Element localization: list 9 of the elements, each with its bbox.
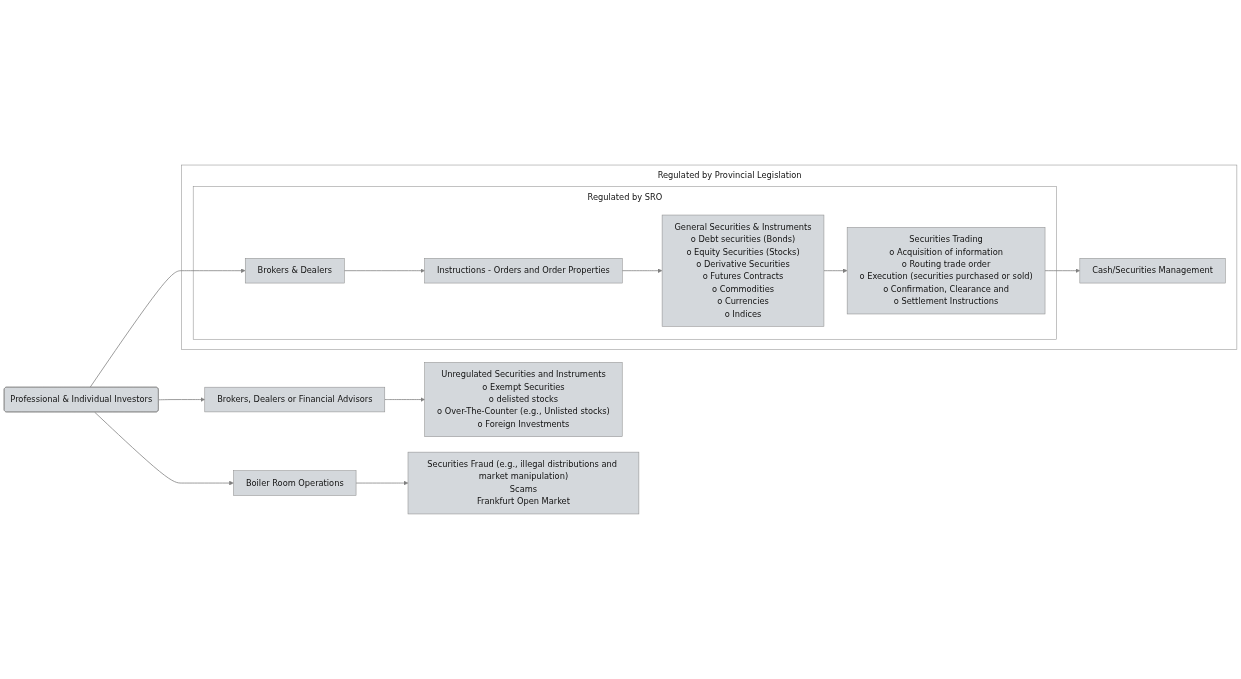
node-box: Instructions - Orders and Order Properties xyxy=(424,258,623,284)
node-box: Cash/Securities Management xyxy=(1079,258,1226,284)
node-box: Brokers, Dealers or Financial Advisors xyxy=(204,386,386,413)
node-box: General Securities & Instruments o Debt securities (Bonds) o Equity Securities (Stocks) o Derivative Securities o Futures Contracts o Commodities o Currencies o Indices xyxy=(661,214,825,327)
node-box: Brokers & Dealers xyxy=(245,258,345,284)
node-box: Securities Fraud (e.g., illegal distributions and market manipulation) Scams Frankfurt Open Market xyxy=(407,451,640,515)
node-box: Securities Trading o Acquisition of information o Routing trade order o Execution (securities purchased or sold) o Confirmation, Clearance and o Settlement Instructions xyxy=(846,227,1046,315)
node-box: Boiler Room Operations xyxy=(233,470,357,496)
node-box: Unregulated Securities and Instruments o Exempt Securities o delisted stocks o Over-The-Counter (e.g., Unlisted stocks) o Foreign Investments xyxy=(424,362,623,437)
